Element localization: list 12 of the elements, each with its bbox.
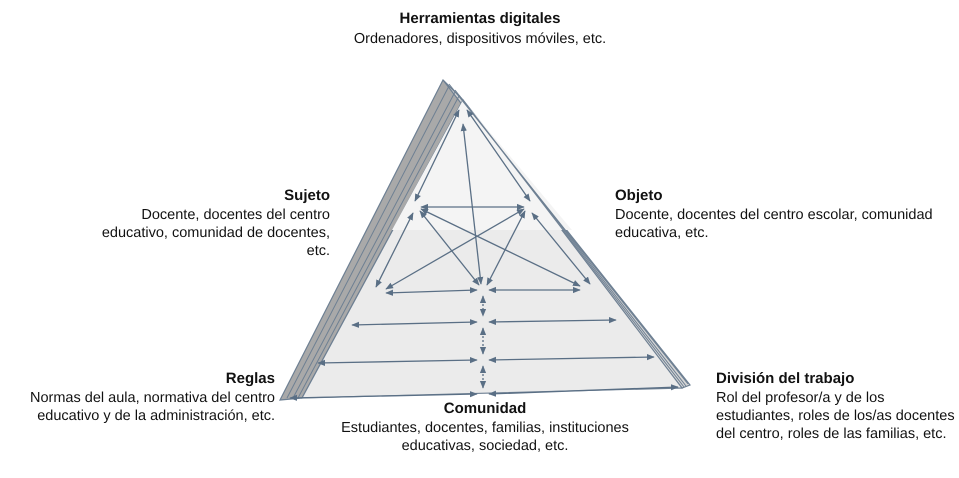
heading: División del trabajo: [716, 370, 856, 388]
heading: Herramientas digitales: [398, 10, 562, 28]
description-text: Normas del aula, normativa del centro educativo y de la administración, etc.: [28, 389, 275, 425]
heading: Objeto: [615, 187, 664, 205]
description-text: Rol del profesor/a y de los estudiantes, roles de los/as docentes del centro, roles de las familias, etc.: [716, 389, 956, 443]
heading: Sujeto: [283, 187, 330, 205]
heading: Reglas: [224, 370, 275, 388]
description-text: Docente, docentes del centro escolar, comunidad educativa, etc.: [615, 206, 934, 242]
description-text: Estudiantes, docentes, familias, instituciones educativas, sociedad, etc.: [340, 419, 630, 455]
heading: Comunidad: [442, 400, 528, 418]
description-text: Ordenadores, dispositivos móviles, etc.: [352, 30, 608, 48]
description-text: Docente, docentes del centro educativo, comunidad de docentes, etc.: [100, 206, 330, 260]
